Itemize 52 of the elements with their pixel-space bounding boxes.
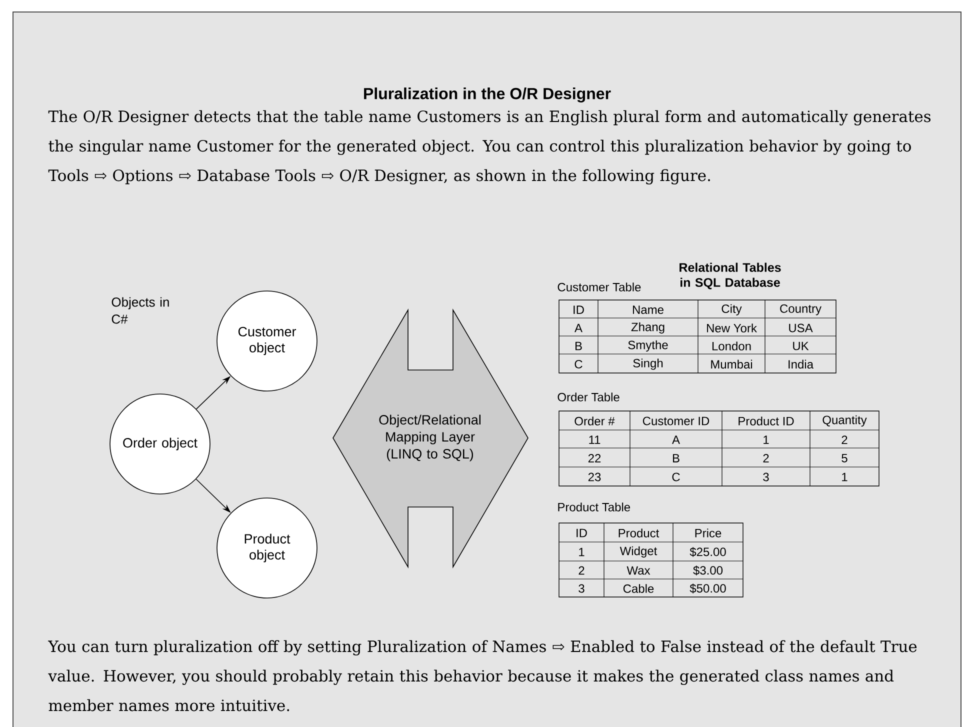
- title: Pluralization in the O/R Designer: [364, 88, 611, 102]
- table-cell: India: [788, 360, 814, 369]
- table-cell: A: [672, 436, 680, 444]
- table-cell: Product ID: [738, 416, 794, 426]
- table-cell: B: [576, 342, 582, 350]
- table-cell: 2: [578, 566, 584, 575]
- table-cell: Singh: [633, 358, 663, 370]
- table-title: Product Table: [558, 502, 630, 512]
- table-cell: Mumbai: [711, 360, 752, 369]
- table-cell: C: [574, 360, 582, 368]
- table-cell: 1: [764, 436, 769, 444]
- table-cell: City: [722, 304, 742, 316]
- table-cell: Product: [618, 528, 660, 538]
- table-cell: UK: [793, 342, 809, 350]
- table-cell: London: [712, 342, 751, 350]
- paragraph: The O/R Designer detects that the table name Customers is an English plural form and automatically generates the singular name Customer for the generated object. You can control this pluralization behavior by going to Tools ⇨ Options ⇨ Database Tools ⇨ O/R Designer, as shown in the following figure.: [48, 110, 931, 184]
- table-cell: 2: [842, 436, 848, 444]
- table-cell: 2: [763, 454, 769, 462]
- table-cell: Widget: [620, 546, 658, 558]
- table-cell: Customer ID: [642, 416, 710, 426]
- table-cell: 23: [588, 472, 601, 482]
- table-cell: $50.00: [690, 584, 726, 594]
- table-title: Customer Table: [558, 282, 641, 292]
- table-cell: Zhang: [631, 322, 664, 334]
- table-cell: Wax: [626, 566, 650, 575]
- table-cell: 3: [578, 584, 584, 593]
- heading: Relational Tables in SQL Database: [680, 262, 781, 290]
- table-cell: Price: [695, 528, 722, 538]
- table-cell: Order #: [574, 416, 615, 426]
- table-cell: Smythe: [628, 340, 668, 352]
- table-cell: 5: [842, 454, 848, 462]
- table-cell: Cable: [623, 584, 654, 593]
- table-cell: 22: [588, 454, 601, 462]
- table-cell: 3: [763, 472, 769, 482]
- table-cell: ID: [576, 528, 587, 538]
- table-cell: ID: [574, 306, 584, 314]
- table-cell: A: [574, 324, 582, 332]
- table-title: Order Table: [558, 392, 620, 402]
- table-cell: Name: [633, 306, 664, 314]
- table-cell: Country: [780, 304, 822, 316]
- table-cell: 11: [589, 436, 600, 444]
- caption: Objects in C#: [112, 297, 169, 324]
- table-cell: $3.00: [693, 566, 723, 576]
- table-cell: Quantity: [822, 415, 867, 427]
- paragraph: You can turn pluralization off by setting Pluralization of Names ⇨ Enabled to False instead of the default True value. However, you should probably retain this behavior because it makes the generated class names and member names more intuitive.: [48, 640, 917, 712]
- table-cell: 1: [579, 548, 584, 556]
- table-cell: $25.00: [690, 547, 726, 557]
- table-cell: B: [673, 454, 680, 462]
- table-cell: USA: [789, 324, 813, 332]
- table-cell: New York: [707, 324, 757, 332]
- table-cell: 1: [842, 472, 848, 482]
- table-cell: C: [672, 472, 680, 482]
